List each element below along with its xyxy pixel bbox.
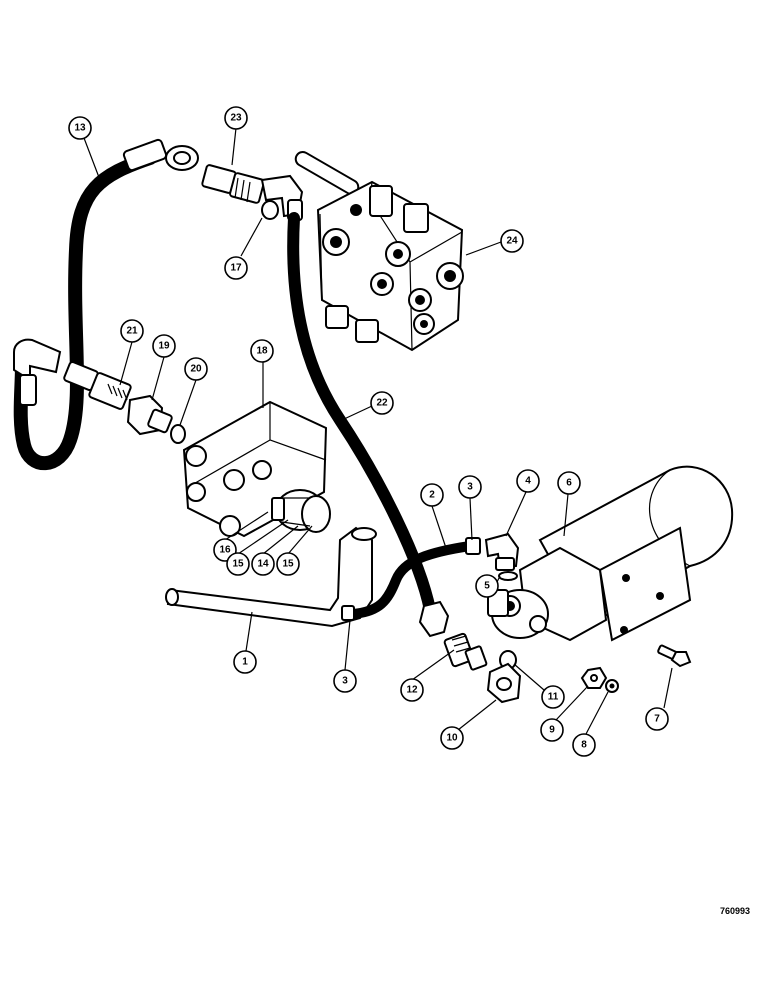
- svg-text:1: 1: [242, 657, 248, 668]
- callout-4: 4: [516, 469, 540, 493]
- hose-13-bottom-fitting: [13, 338, 62, 406]
- control-valve-24: [294, 151, 464, 352]
- callout-3-upper: 3: [458, 475, 482, 499]
- svg-text:2: 2: [429, 490, 435, 501]
- hose-22: [287, 212, 436, 616]
- motor-pump-6: [487, 465, 734, 642]
- callout-19: 19: [152, 334, 176, 358]
- o-ring-5: [498, 571, 518, 581]
- svg-text:4: 4: [525, 476, 531, 487]
- elbow-10: [486, 662, 522, 704]
- svg-text:15: 15: [282, 559, 294, 570]
- figure-code: 760993: [720, 906, 751, 916]
- clamp-3-upper: [465, 537, 481, 555]
- clamp-3-lower: [341, 605, 355, 621]
- callout-10: 10: [440, 726, 464, 750]
- callout-21: 21: [120, 319, 144, 343]
- callout-13: 13: [68, 116, 92, 140]
- fitting-19: [126, 394, 173, 436]
- bolt-7: [657, 644, 692, 668]
- callout-14: 14: [251, 552, 275, 576]
- callout-18: 18: [250, 339, 274, 363]
- elbow-17: [261, 200, 279, 220]
- washer-8: [605, 679, 619, 693]
- callout-15-right: 15: [276, 552, 300, 576]
- svg-text:23: 23: [230, 113, 242, 124]
- callout-15-left: 15: [226, 552, 250, 576]
- callout-5: 5: [475, 574, 499, 598]
- svg-text:9: 9: [549, 725, 555, 736]
- svg-text:11: 11: [548, 692, 559, 703]
- svg-text:10: 10: [446, 733, 458, 744]
- o-ring-20: [170, 424, 186, 444]
- fitting-12: [418, 600, 488, 671]
- elbow-4: [484, 532, 520, 571]
- svg-text:19: 19: [158, 341, 170, 352]
- suction-tube-1: [165, 526, 377, 628]
- callout-11: 11: [541, 685, 565, 709]
- callout-17: 17: [224, 256, 248, 280]
- hose-2: [347, 541, 475, 619]
- hose-13-top-fitting: [122, 138, 199, 172]
- callout-24: 24: [500, 229, 524, 253]
- callout-12: 12: [400, 678, 424, 702]
- svg-text:6: 6: [566, 478, 572, 489]
- key-16: [271, 497, 285, 521]
- hose-13: [13, 151, 157, 471]
- callout-2: 2: [420, 483, 444, 507]
- nut-9: [580, 666, 608, 689]
- svg-text:17: 17: [230, 263, 242, 274]
- svg-text:5: 5: [484, 581, 490, 592]
- svg-text:3: 3: [467, 482, 473, 493]
- callout-22: 22: [370, 391, 394, 415]
- callout-1: 1: [233, 650, 257, 674]
- callout-7: 7: [645, 707, 669, 731]
- svg-text:8: 8: [581, 740, 587, 751]
- callout-23: 23: [224, 106, 248, 130]
- svg-text:7: 7: [654, 714, 660, 725]
- svg-text:20: 20: [190, 364, 202, 375]
- svg-text:13: 13: [74, 123, 86, 134]
- svg-text:3: 3: [342, 676, 348, 687]
- callout-20: 20: [184, 357, 208, 381]
- svg-text:24: 24: [506, 236, 518, 247]
- svg-text:14: 14: [257, 559, 269, 570]
- svg-text:21: 21: [126, 326, 138, 337]
- svg-text:12: 12: [406, 685, 418, 696]
- svg-text:22: 22: [376, 398, 388, 409]
- svg-text:16: 16: [219, 545, 231, 556]
- callout-8: 8: [572, 733, 596, 757]
- svg-text:18: 18: [256, 346, 268, 357]
- callout-9: 9: [540, 718, 564, 742]
- callout-6: 6: [557, 471, 581, 495]
- adapter-23: [201, 164, 265, 204]
- svg-text:15: 15: [232, 559, 244, 570]
- leader-lines: [83, 127, 673, 735]
- callout-3-lower: 3: [333, 669, 357, 693]
